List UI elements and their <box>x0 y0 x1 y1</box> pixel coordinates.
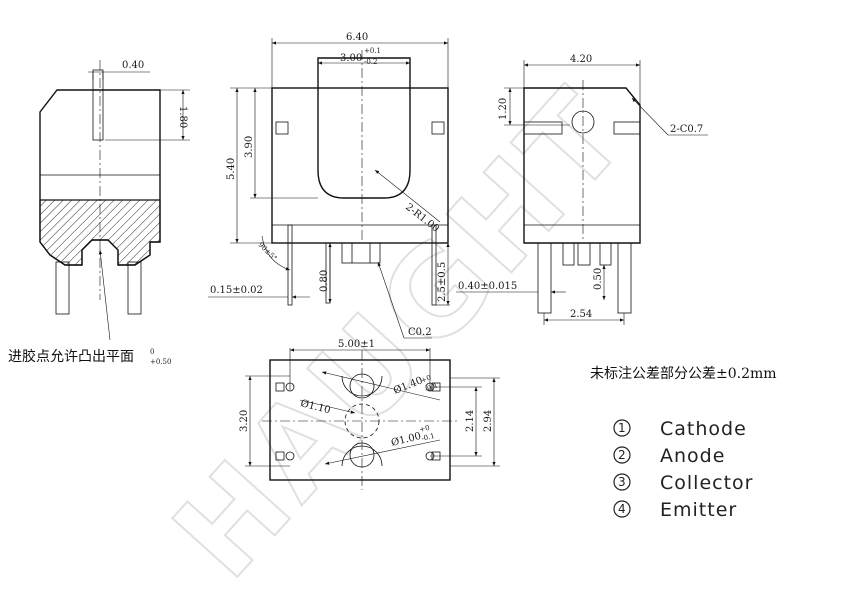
watermark: HAUGHT <box>148 63 655 591</box>
dim-bottom-height: 3.20 <box>239 410 250 432</box>
legend-item-collector: 3 Collector <box>613 472 753 494</box>
dim-pin-pitch: 2.54 <box>570 309 592 320</box>
legend-num-1: 1 <box>618 421 626 435</box>
dim-hole-bottom-tol-upper: +0 <box>419 424 431 434</box>
dim-bottom-width: 5.00±1 <box>338 339 375 350</box>
injection-note-tol-upper: 0 <box>150 348 154 356</box>
dim-angle: 90±5° <box>257 241 279 263</box>
legend-num-3: 3 <box>618 475 626 489</box>
dim-chamfer-c07: 2-C0.7 <box>670 124 703 135</box>
pin-legend: 1 Cathode 2 Anode 3 Collector 4 Emitter <box>613 418 753 521</box>
dim-side-height: 1.80 <box>177 106 188 128</box>
dim-right-width: 4.20 <box>570 54 592 65</box>
legend-label-cathode: Cathode <box>660 418 747 440</box>
legend-item-cathode: 1 Cathode <box>613 418 747 440</box>
dim-window-tol-lower: -0.2 <box>364 58 378 66</box>
dim-chamfer-c02: C0.2 <box>408 327 432 338</box>
dim-hole-offset: 1.20 <box>498 98 509 120</box>
legend-label-anode: Anode <box>660 445 725 467</box>
dim-pin-thickness: 0.15±0.02 <box>210 285 263 296</box>
legend-label-collector: Collector <box>660 472 753 494</box>
right-view: 4.20 1.20 2-C0.7 0.40±0.015 0.50 2.54 <box>456 54 708 325</box>
side-view: 0.40 1.80 进胶点允许凸出平面 0 +0.50 <box>8 60 190 366</box>
dim-front-height: 5.40 <box>226 158 237 180</box>
dim-standoff: 0.80 <box>319 270 330 292</box>
injection-note-tol-lower: +0.50 <box>150 358 171 366</box>
dim-hole-large-tol-upper: +0 <box>420 374 433 385</box>
injection-point-note: 进胶点允许凸出平面 <box>8 348 134 365</box>
dim-spacing-inner: 2.14 <box>465 410 476 432</box>
legend-num-4: 4 <box>618 502 626 516</box>
dim-window-height: 3.90 <box>244 136 255 158</box>
dim-spacing-outer: 2.94 <box>483 410 494 432</box>
dim-window-width: 3.00 <box>340 53 362 64</box>
dim-pin-length: 2.5±0.5 <box>437 262 448 302</box>
dim-hole-bottom-tol-lower: -0.1 <box>421 432 436 443</box>
legend-item-anode: 2 Anode <box>613 445 725 467</box>
legend-item-emitter: 4 Emitter <box>613 499 737 521</box>
dim-front-width: 6.40 <box>346 32 368 43</box>
dim-pin-width: 0.40±0.015 <box>458 281 517 292</box>
dim-pin-height: 0.50 <box>593 268 604 290</box>
general-tolerance-note: 未标注公差部分公差±0.2mm <box>590 366 777 382</box>
legend-num-2: 2 <box>618 448 626 462</box>
dim-window-tol-upper: +0.1 <box>364 47 381 55</box>
front-view: 6.40 3.00 +0.1 -0.2 5.40 3.90 2-R1.00 90… <box>208 32 450 339</box>
legend-label-emitter: Emitter <box>660 499 737 521</box>
dim-side-width: 0.40 <box>122 60 144 71</box>
